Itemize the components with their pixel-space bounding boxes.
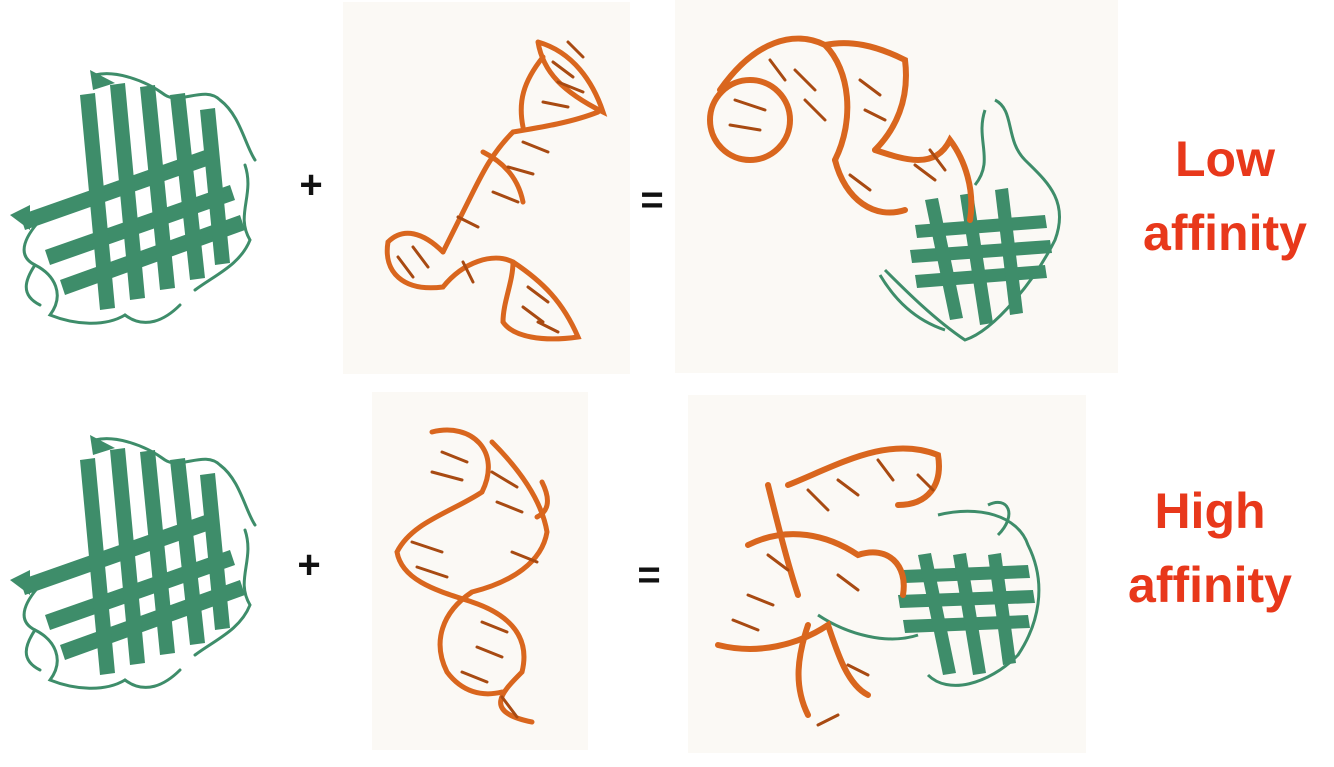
equals-sign-row1: = [640, 178, 664, 222]
plus-sign-row1: + [299, 163, 323, 207]
protein-structure-row2 [10, 435, 257, 690]
affinity-label-row2-line2: affinity [1128, 557, 1292, 613]
affinity-label-row1-line1: Low [1175, 131, 1275, 187]
complex-panel-row2 [688, 395, 1086, 753]
affinity-label-row2: High affinity [1105, 482, 1315, 614]
rna-structure-row2 [394, 427, 550, 725]
equals-sign-row2: = [637, 553, 661, 597]
affinity-label-row1-line2: affinity [1143, 205, 1307, 261]
rna-panel-row1 [343, 2, 630, 374]
rna-structure-row1 [384, 39, 608, 342]
affinity-label-row2-line1: High [1154, 483, 1266, 539]
rna-panel-row2 [372, 392, 588, 750]
complex-structure-row1 [707, 35, 1061, 342]
complex-panel-row1 [675, 0, 1118, 373]
plus-sign-row2: + [297, 543, 321, 587]
protein-structure-row1 [10, 70, 257, 325]
affinity-label-row1: Low affinity [1120, 130, 1330, 262]
complex-structure-row2 [715, 445, 1041, 727]
